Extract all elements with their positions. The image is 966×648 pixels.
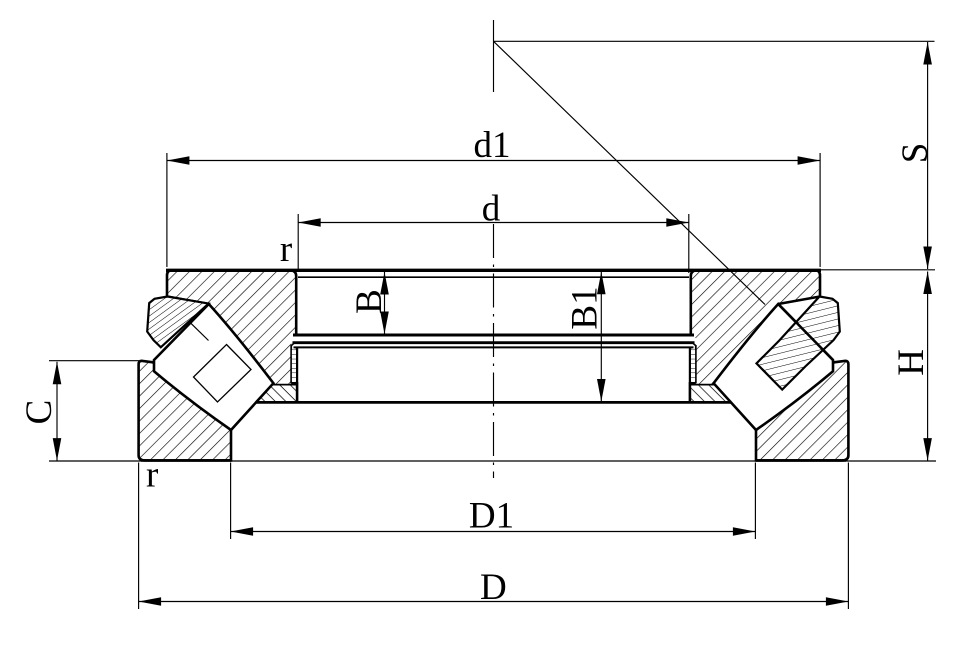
svg-text:S: S: [895, 143, 936, 164]
svg-text:B: B: [349, 289, 390, 314]
svg-text:D: D: [480, 567, 507, 608]
svg-text:d: d: [482, 189, 501, 230]
svg-text:C: C: [19, 400, 60, 425]
svg-text:D1: D1: [469, 496, 514, 537]
svg-text:B1: B1: [564, 286, 605, 329]
svg-text:r: r: [146, 455, 158, 496]
svg-text:d1: d1: [474, 125, 511, 166]
svg-text:r: r: [280, 229, 292, 270]
svg-text:H: H: [891, 349, 932, 376]
